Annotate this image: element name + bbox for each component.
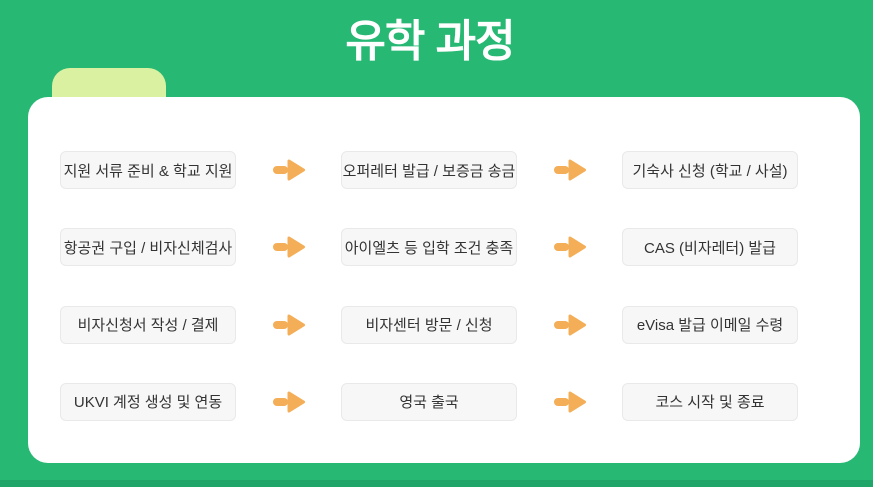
arrow-right-icon — [553, 157, 587, 183]
step-label: 비자신청서 작성 / 결제 — [77, 317, 219, 335]
step-box: CAS (비자레터) 발급 — [622, 228, 798, 267]
arrow-right-icon — [272, 157, 306, 183]
arrow-right-icon — [553, 389, 587, 415]
step-label: 비자센터 방문 / 신청 — [365, 317, 493, 335]
arrow-right-icon — [553, 312, 587, 338]
arrow-right-icon — [553, 234, 587, 260]
step-label: UKVI 계정 생성 및 연동 — [73, 394, 223, 412]
step-box: eVisa 발급 이메일 수령 — [622, 305, 798, 344]
step-box: 영국 출국 — [341, 382, 517, 421]
step-box: 코스 시작 및 종료 — [622, 382, 798, 421]
process-row: 항공권 구입 / 비자신체검사 아이엘츠 등 입학 조건 충족 CAS (비자레… — [60, 228, 798, 267]
step-box: 비자신청서 작성 / 결제 — [60, 305, 236, 344]
arrow-right-icon — [272, 389, 306, 415]
step-label: eVisa 발급 이메일 수령 — [636, 317, 784, 335]
step-box: 항공권 구입 / 비자신체검사 — [60, 228, 236, 267]
arrow-right-icon — [272, 234, 306, 260]
step-label: 오퍼레터 발급 / 보증금 송금 — [342, 162, 516, 180]
step-box: 오퍼레터 발급 / 보증금 송금 — [341, 151, 517, 189]
step-box: 지원 서류 준비 & 학교 지원 — [60, 151, 236, 189]
step-label: 영국 출국 — [399, 394, 459, 412]
process-row: 지원 서류 준비 & 학교 지원 오퍼레터 발급 / 보증금 송금 기숙사 신청… — [60, 151, 798, 189]
process-row: 비자신청서 작성 / 결제 비자센터 방문 / 신청 eVisa 발급 이메일 … — [60, 305, 798, 344]
step-box: 아이엘츠 등 입학 조건 충족 — [341, 228, 517, 267]
step-label: 코스 시작 및 종료 — [655, 394, 765, 412]
step-box: 비자센터 방문 / 신청 — [341, 305, 517, 344]
process-row: UKVI 계정 생성 및 연동 영국 출국 코스 시작 및 종료 — [60, 382, 798, 421]
process-grid: 지원 서류 준비 & 학교 지원 오퍼레터 발급 / 보증금 송금 기숙사 신청… — [28, 97, 860, 463]
step-box: UKVI 계정 생성 및 연동 — [60, 382, 236, 421]
bottom-strip — [0, 480, 873, 487]
step-label: 기숙사 신청 (학교 / 사설) — [632, 162, 788, 180]
step-label: 지원 서류 준비 & 학교 지원 — [63, 162, 233, 180]
step-label: CAS (비자레터) 발급 — [644, 239, 776, 257]
arrow-right-icon — [272, 312, 306, 338]
page-title: 유학 과정 — [345, 17, 515, 66]
step-box: 기숙사 신청 (학교 / 사설) — [622, 151, 798, 189]
step-label: 아이엘츠 등 입학 조건 충족 — [344, 239, 514, 257]
content-card: 지원 서류 준비 & 학교 지원 오퍼레터 발급 / 보증금 송금 기숙사 신청… — [28, 97, 860, 463]
step-label: 항공권 구입 / 비자신체검사 — [63, 239, 233, 257]
